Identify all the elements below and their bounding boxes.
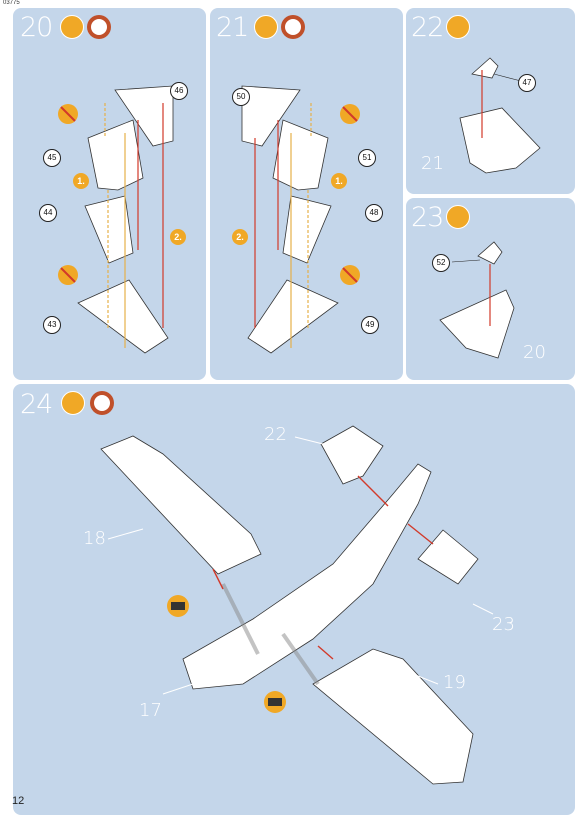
assembly-ref: 18 <box>83 528 106 549</box>
step-22-panel: 22 47 21 <box>406 8 575 194</box>
step-22-drawing <box>459 57 541 174</box>
part-number: 49 <box>361 316 379 334</box>
step-24-drawing <box>100 425 494 785</box>
part-number: 47 <box>518 74 536 92</box>
assembly-ref: 22 <box>264 424 287 445</box>
assembly-ref: 20 <box>523 342 546 363</box>
step-number: 23 <box>411 202 444 233</box>
sequence-badge: 2. <box>170 229 186 245</box>
part-number: 50 <box>232 88 250 106</box>
step-21-drawing <box>241 85 360 354</box>
step-24-panel: 24 22 18 23 19 17 <box>13 384 575 815</box>
part-number: 43 <box>43 316 61 334</box>
glue-icon <box>254 15 278 39</box>
step-20-panel: 20 46 45 44 43 1. 2. <box>13 8 206 380</box>
step-23-drawing <box>439 241 515 359</box>
assembly-ref: 21 <box>421 153 444 174</box>
page-number: 12 <box>12 795 25 807</box>
glue-icon <box>446 205 470 229</box>
assembly-ref: 17 <box>139 700 162 721</box>
part-number: 51 <box>358 149 376 167</box>
sequence-badge: 1. <box>331 173 347 189</box>
glue-icon <box>446 15 470 39</box>
step-number: 21 <box>216 12 249 43</box>
step-21-panel: 21 50 51 48 49 1. 2. <box>210 8 403 380</box>
part-number: 45 <box>43 149 61 167</box>
glue-icon <box>61 391 85 415</box>
step-number: 24 <box>20 389 53 420</box>
clock-icon <box>90 391 114 415</box>
clock-icon <box>87 15 111 39</box>
part-number: 52 <box>432 254 450 272</box>
clock-icon <box>281 15 305 39</box>
sequence-badge: 1. <box>73 173 89 189</box>
product-code: 03775 <box>3 0 20 6</box>
glue-icon <box>60 15 84 39</box>
part-number: 46 <box>170 82 188 100</box>
part-number: 48 <box>365 204 383 222</box>
step-23-panel: 23 52 20 <box>406 198 575 380</box>
step-number: 20 <box>20 12 53 43</box>
step-20-drawing <box>58 85 174 354</box>
step-number: 22 <box>411 12 444 43</box>
assembly-ref: 23 <box>492 614 515 635</box>
part-number: 44 <box>39 204 57 222</box>
assembly-ref: 19 <box>443 672 466 693</box>
sequence-badge: 2. <box>232 229 248 245</box>
